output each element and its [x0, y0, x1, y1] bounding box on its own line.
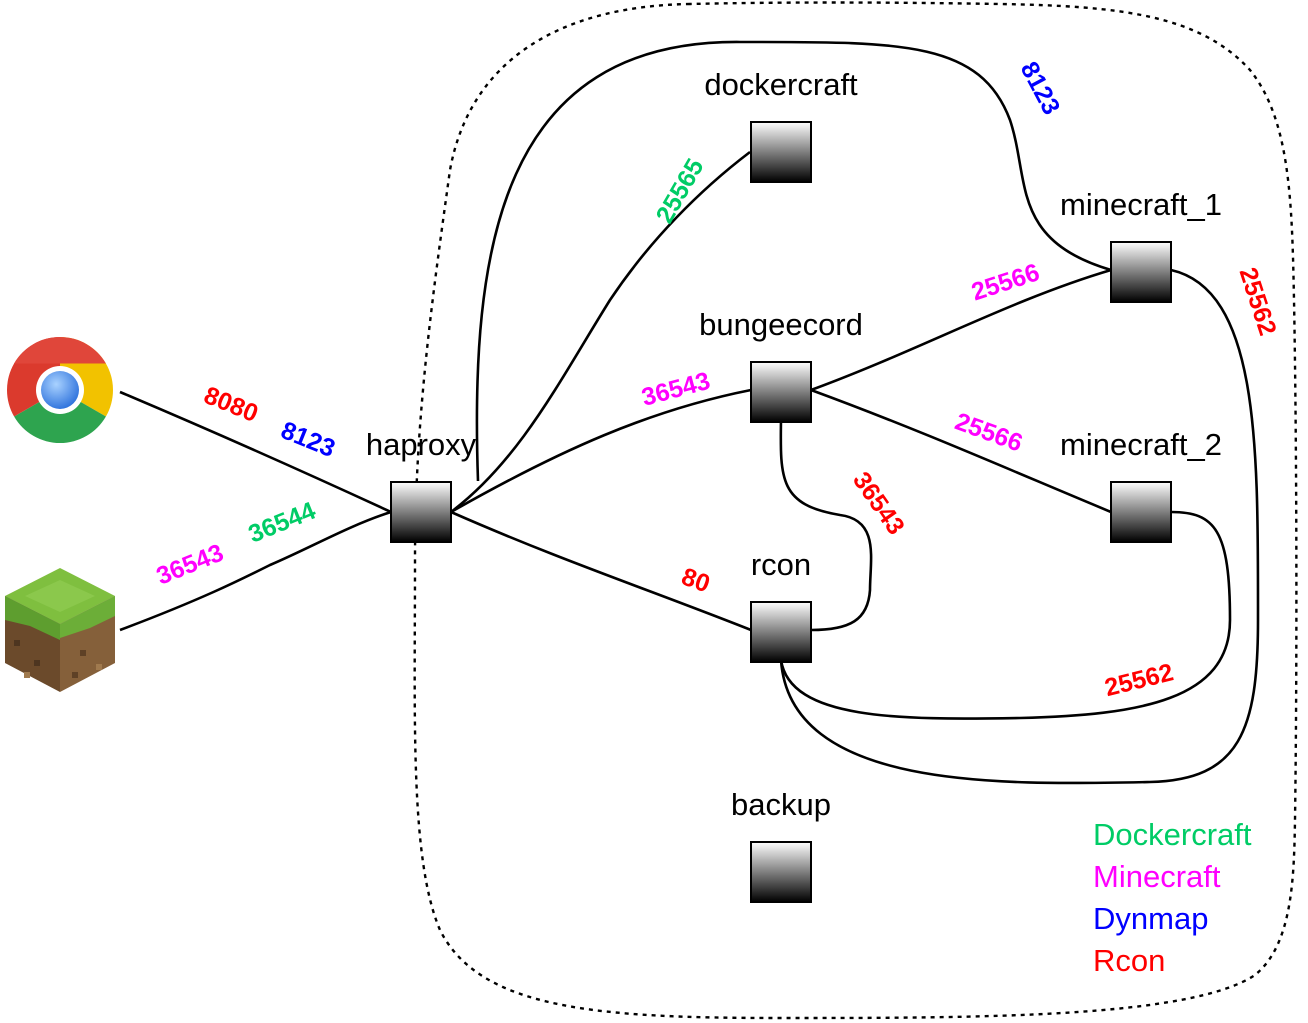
bungeecord-node [750, 361, 812, 423]
wire-rcon-minecraft1 [779, 268, 1260, 785]
minecraft-grass-block-icon [5, 568, 115, 692]
legend-dockercraft: Dockercraft [1093, 817, 1252, 852]
legend-rcon: Rcon [1093, 943, 1165, 978]
port-haproxy-dockercraft: 25565 [651, 154, 710, 228]
wire-haproxy-minecraft1 [475, 40, 1112, 482]
minecraft-2-label: minecraft_2 [1060, 427, 1222, 462]
node-labels: haproxy dockercraft bungeecord rcon back… [366, 67, 1222, 822]
port-browser-dynmap: 8123 [277, 416, 339, 463]
wire-haproxy-rcon [450, 510, 752, 632]
port-game-dockercraft: 36544 [245, 497, 320, 549]
wire-rcon-bungeecord [779, 419, 873, 632]
dockercraft-node [750, 121, 812, 183]
port-game-minecraft: 36543 [153, 539, 228, 591]
minecraft-2-node [1110, 481, 1172, 543]
wire-browser-haproxy [119, 390, 392, 514]
port-haproxy-minecraft1-dynmap: 8123 [1015, 57, 1066, 119]
nodes [390, 121, 1172, 903]
dockercraft-label: dockercraft [704, 67, 858, 102]
wire-haproxy-dockercraft [450, 150, 751, 514]
haproxy-node [390, 481, 452, 543]
port-haproxy-rcon: 80 [678, 563, 714, 599]
port-rcon-minecraft1: 25562 [1234, 264, 1282, 339]
backup-label: backup [731, 787, 831, 822]
connections [119, 40, 1260, 785]
legend-minecraft: Minecraft [1093, 859, 1221, 894]
wire-game-haproxy [119, 510, 392, 632]
port-bungeecord-minecraft1: 25566 [968, 258, 1043, 306]
wire-haproxy-bungeecord [450, 388, 752, 514]
bungeecord-label: bungeecord [699, 307, 863, 342]
port-rcon-minecraft2: 25562 [1102, 658, 1176, 702]
minecraft-1-label: minecraft_1 [1060, 187, 1222, 222]
wire-bungeecord-minecraft2 [810, 388, 1112, 514]
chrome-browser-icon [6, 336, 114, 444]
legend: Dockercraft Minecraft Dynmap Rcon [1093, 817, 1252, 978]
haproxy-label: haproxy [366, 427, 477, 462]
cluster-boundary [413, 1, 1298, 1020]
minecraft-1-node [1110, 241, 1172, 303]
wire-bungeecord-minecraft1 [810, 268, 1112, 392]
port-haproxy-bungeecord: 36543 [639, 367, 713, 412]
port-rcon-bungeecord: 36543 [847, 467, 910, 540]
port-browser-http: 8080 [200, 381, 262, 428]
rcon-node [750, 601, 812, 663]
legend-dynmap: Dynmap [1093, 901, 1208, 936]
port-labels: 8080 8123 36543 36544 25565 36543 80 812… [153, 57, 1282, 702]
rcon-label: rcon [751, 547, 811, 582]
wire-rcon-minecraft2 [779, 510, 1232, 720]
backup-node [750, 841, 812, 903]
